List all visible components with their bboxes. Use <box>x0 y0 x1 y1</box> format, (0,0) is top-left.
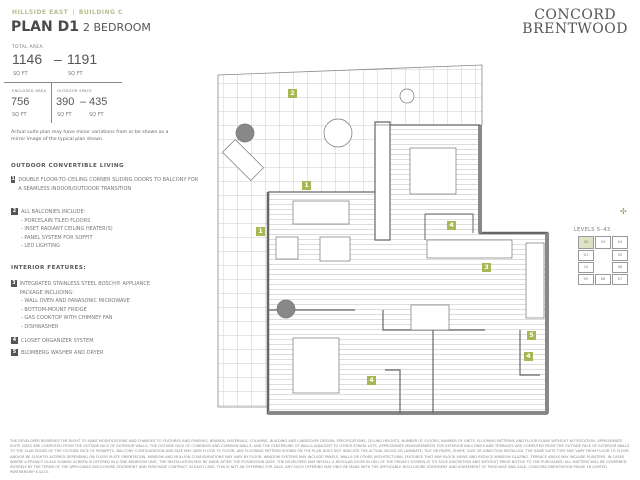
outdoor-min: 390 <box>56 96 75 108</box>
plan-tag: 1 <box>302 181 311 190</box>
total-area-min: 1146 <box>12 51 43 67</box>
armchair <box>275 236 299 260</box>
sub-item: - PORCELAIN TILED FLOORS <box>21 217 91 224</box>
keyplan-unit: 06 <box>612 262 628 273</box>
keyplan-unit: 02 <box>578 236 594 249</box>
lounge-chair <box>221 138 265 182</box>
keyplan-title: LEVELS 5–43 <box>574 227 611 233</box>
total-area-dash: – <box>54 51 62 67</box>
total-area-max: 1191 <box>67 51 98 67</box>
project-subheading: HILLSIDE EAST|BUILDING C <box>12 9 123 16</box>
enclosed-unit: SQ FT <box>12 112 27 118</box>
dining-table <box>410 304 450 331</box>
side-table <box>399 88 415 104</box>
feature-number: 5 <box>11 349 18 356</box>
variation-note: Actual suite plan may have minor variati… <box>11 130 169 142</box>
interior-heading: INTERIOR FEATURES: <box>11 265 87 271</box>
divider <box>51 83 52 123</box>
feature-text: ALL BALCONIES INCLUDE: <box>21 209 86 215</box>
sub-item: - BOTTOM-MOUNT FRIDGE <box>21 306 87 313</box>
feature-number: 3 <box>11 280 17 287</box>
feature-text: DOUBLE FLOOR-TO-CEILING CORNER SLIDING D… <box>18 177 199 192</box>
keyplan-unit: 08 <box>595 274 611 285</box>
outdoor-space-label: OUTDOOR SPACE <box>57 89 93 93</box>
outdoor-min-unit: SQ FT <box>57 112 72 118</box>
sub-item: - INSET RADIANT CEILING HEATER(S) <box>21 226 113 232</box>
outdoor-heading: OUTDOOR CONVERTIBLE LIVING <box>11 163 125 169</box>
outdoor-max-unit: SQ FT <box>89 112 104 118</box>
kitchen-tall-units <box>525 242 545 319</box>
total-max-unit: SQ FT <box>68 71 83 77</box>
plan-tag: 2 <box>288 89 297 98</box>
bed <box>409 147 457 195</box>
planter <box>235 123 255 143</box>
sub-item: - PANEL SYSTEM FOR SOFFIT <box>21 234 93 241</box>
outdoor-dash: – <box>80 96 87 108</box>
feature-number: 2 <box>11 208 18 215</box>
plan-tag: 4 <box>447 221 456 230</box>
keyplan-unit: 07 <box>612 274 628 285</box>
total-min-unit: SQ FT <box>13 71 28 77</box>
feature-text: CLOSET ORGANIZER SYSTEM <box>21 338 94 344</box>
concord-brentwood-logo: CONCORD BRENTWOOD <box>522 8 628 36</box>
plan-tag: 4 <box>367 376 376 385</box>
plan-tag: 4 <box>524 352 533 361</box>
project-name: HILLSIDE EAST <box>12 9 69 16</box>
furniture <box>221 88 545 394</box>
plan-tag: 5 <box>527 331 536 340</box>
outdoor-max: 435 <box>89 96 108 108</box>
bed <box>292 337 340 394</box>
sub-item: - DISHWASHER <box>21 323 59 330</box>
total-area-label: TOTAL AREA <box>12 45 43 50</box>
coffee-table <box>319 236 351 262</box>
legal-disclaimer: The developer reserves the right to make… <box>10 439 630 475</box>
sub-item: - WALL OVEN AND PANASONIC MICROWAVE <box>21 298 130 304</box>
plan-tag: 3 <box>482 263 491 272</box>
feature-text: INTEGRATED STAINLESS STEEL BOSCH® APPLIA… <box>19 281 151 296</box>
logo-line-1: CONCORD <box>534 7 617 23</box>
logo-line-2: BRENTWOOD <box>522 21 628 37</box>
feature-number: 1 <box>11 176 16 183</box>
north-arrow-icon: ✣ <box>620 207 627 216</box>
kitchen-counter <box>426 239 513 259</box>
feature-number: 4 <box>11 337 18 344</box>
plan-name: PLAN D1 <box>11 19 79 35</box>
feature-text: BLOMBERG WASHER AND DRYER <box>21 350 104 356</box>
key-plan: 02 03 04 01 05 10 06 09 08 07 <box>578 236 628 288</box>
keyplan-unit: 03 <box>595 236 611 249</box>
patio-table <box>323 118 353 148</box>
divider <box>4 82 122 83</box>
bedroom-count: 2 BEDROOM <box>82 21 151 34</box>
column <box>276 299 296 319</box>
keyplan-unit: 04 <box>612 236 628 249</box>
sub-item: - GAS COOK-TOP WITH CHIMNEY FAN <box>21 315 113 321</box>
keyplan-unit: 10 <box>578 262 594 273</box>
keyplan-unit: 05 <box>612 250 628 261</box>
sub-item: - LED LIGHTING <box>21 243 60 249</box>
walls <box>266 121 549 415</box>
enclosed-area-label: ENCLOSED AREA <box>12 89 47 93</box>
sofa <box>292 200 350 225</box>
keyplan-unit: 01 <box>578 250 594 261</box>
plan-tag: 1 <box>256 227 265 236</box>
building-name: BUILDING C <box>78 9 123 16</box>
keyplan-unit: 09 <box>578 274 594 285</box>
enclosed-area-value: 756 <box>11 96 30 108</box>
